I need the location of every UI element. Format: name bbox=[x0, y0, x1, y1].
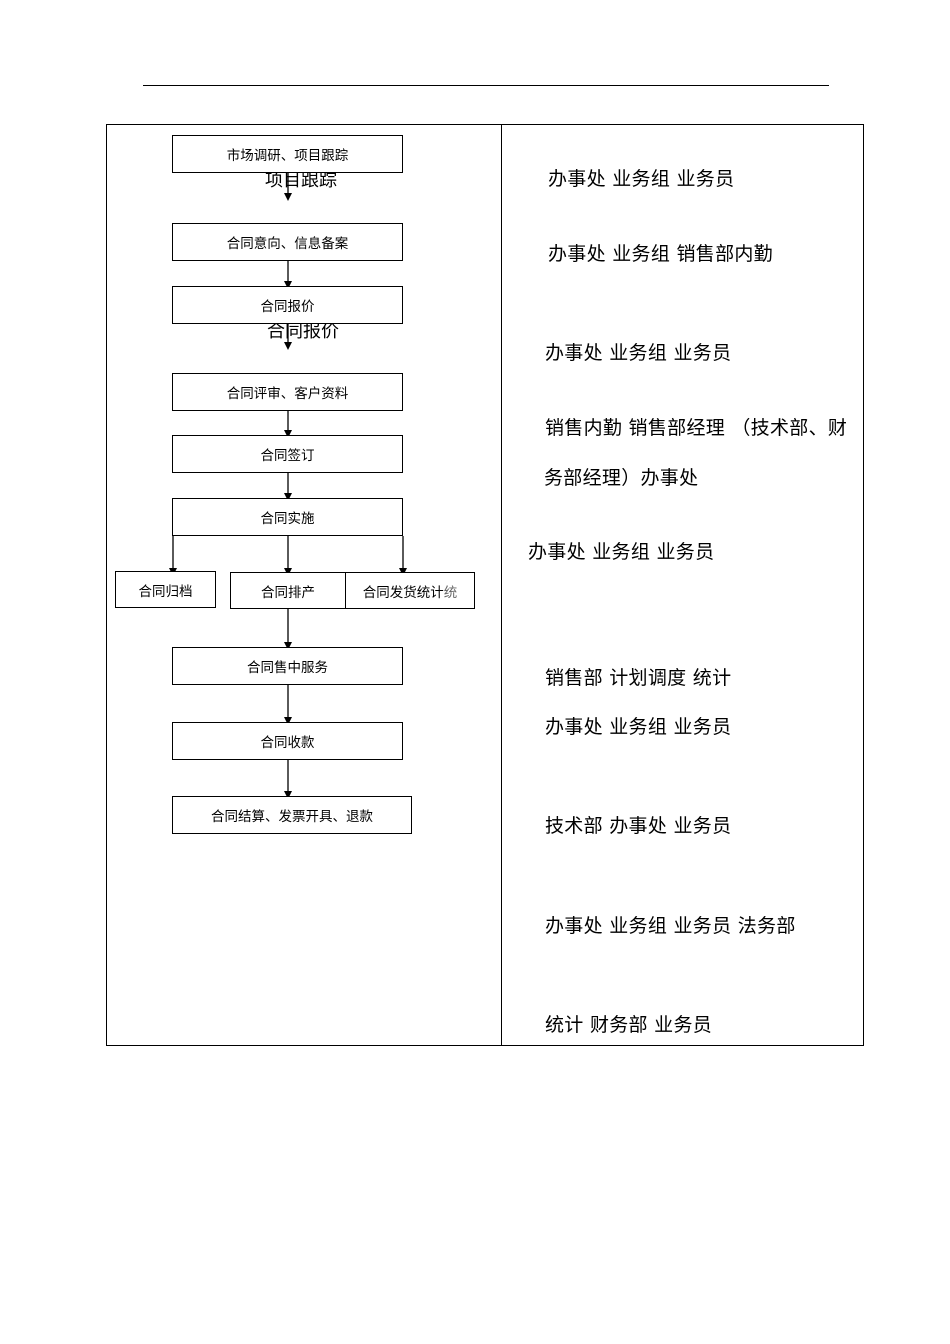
responsibility-line: 技术部 办事处 业务员 bbox=[545, 815, 732, 837]
responsibility-line: 办事处 业务组 业务员 bbox=[545, 716, 732, 738]
step-production-scheduling: 合同排产 bbox=[230, 572, 346, 609]
step-contract-implementation: 合同实施 bbox=[172, 498, 403, 536]
responsibility-line: 务部经理）办事处 bbox=[544, 467, 699, 489]
responsibility-line: 办事处 业务组 销售部内勤 bbox=[548, 243, 773, 265]
step-contract-intent: 合同意向、信息备案 bbox=[172, 223, 403, 261]
step-contract-signing: 合同签订 bbox=[172, 435, 403, 473]
step-contract-archive: 合同归档 bbox=[115, 571, 216, 608]
responsibility-line: 统计 财务部 业务员 bbox=[545, 1014, 713, 1036]
step-overflow-text: 统 bbox=[443, 584, 458, 601]
table-column-divider bbox=[501, 124, 502, 1046]
step-payment-collection: 合同收款 bbox=[172, 722, 403, 760]
step-contract-review: 合同评审、客户资料 bbox=[172, 373, 403, 411]
step-market-research: 市场调研、项目跟踪 bbox=[172, 135, 403, 173]
process-table bbox=[106, 124, 864, 1046]
responsibility-line: 办事处 业务组 业务员 法务部 bbox=[545, 915, 796, 937]
step-settlement-invoice-refund: 合同结算、发票开具、退款 bbox=[172, 796, 412, 834]
step-contract-quote: 合同报价 bbox=[172, 286, 403, 324]
responsibility-line: 办事处 业务组 业务员 bbox=[528, 541, 715, 563]
step-in-sale-service: 合同售中服务 bbox=[172, 647, 403, 685]
responsibility-line: 销售内勤 销售部经理 （技术部、财 bbox=[545, 417, 848, 439]
step-shipment-statistics-label: 合同发货统计 bbox=[362, 584, 444, 601]
step-shipment-statistics: 合同发货统计统 bbox=[345, 572, 475, 609]
step-overflow-text: 合同报价 bbox=[267, 321, 339, 342]
responsibility-line: 销售部 计划调度 统计 bbox=[545, 667, 732, 689]
responsibility-line: 办事处 业务组 业务员 bbox=[548, 168, 735, 190]
responsibility-line: 办事处 业务组 业务员 bbox=[545, 342, 732, 364]
header-rule bbox=[143, 85, 829, 86]
step-overflow-text: 项目跟踪 bbox=[265, 170, 337, 191]
